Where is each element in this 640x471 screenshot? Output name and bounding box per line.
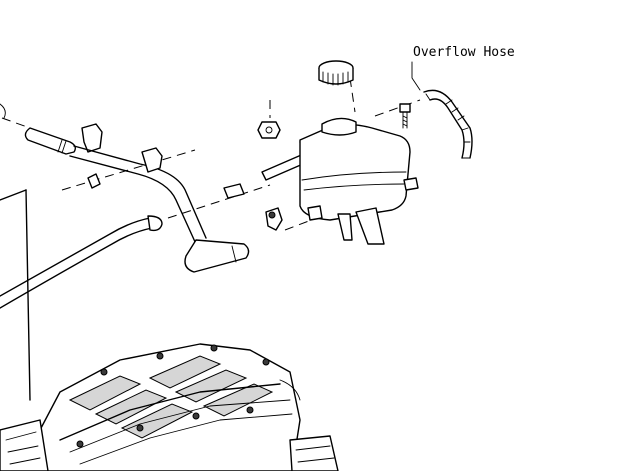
reservoir-cap [318,60,354,86]
radiator-hose [0,215,163,309]
overflow-hose [423,89,473,159]
overflow-hose-label: Overflow Hose [413,45,515,60]
engine-intake-manifold [0,343,339,471]
coolant-reservoir [299,117,419,245]
mounting-bolt [399,103,411,129]
hose-fittings [223,121,283,231]
heater-hose-assembly [24,123,250,273]
frame-rail [0,103,31,401]
overflow-hose-leader [411,61,421,91]
